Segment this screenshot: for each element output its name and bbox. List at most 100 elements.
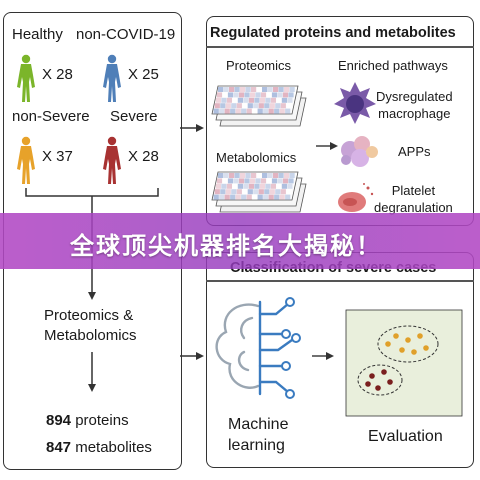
- heatmap-cell: [281, 97, 287, 103]
- heatmap-cell: [285, 108, 291, 114]
- heatmap-cell: [271, 178, 278, 184]
- metabolomics-label: Metabolomics: [216, 150, 297, 165]
- heatmap-cell: [258, 103, 264, 109]
- heatmap-cell: [225, 189, 231, 195]
- heatmap-cell: [274, 194, 280, 200]
- heatmap-cell: [246, 108, 252, 114]
- heatmap-cell: [275, 103, 281, 109]
- heatmap-cell: [252, 108, 258, 114]
- heatmap-cell: [248, 97, 254, 103]
- heatmap-cell: [281, 183, 287, 189]
- heatmap-cell: [233, 92, 239, 98]
- metabolites-line: 847 metabolites: [46, 439, 152, 456]
- heatmap-cell: [279, 108, 285, 114]
- proteomics-heatmap-icon: [211, 85, 307, 127]
- heatmap-cell: [284, 87, 290, 92]
- heatmap-cell: [240, 173, 246, 178]
- heatmap-cell: [222, 178, 228, 184]
- heatmap-cell: [266, 178, 272, 184]
- metabolomics-heatmap-icon: [211, 171, 307, 213]
- heatmap-cell: [271, 92, 278, 98]
- heatmap-cell: [221, 183, 227, 189]
- heatmap-cell: [289, 173, 295, 178]
- heatmap-cell: [268, 108, 274, 114]
- heatmap-cell: [235, 108, 241, 114]
- heatmap-cell: [275, 189, 281, 195]
- heatmap-cell: [286, 189, 292, 195]
- heatmap-cell: [269, 189, 275, 195]
- heatmap-cell: [214, 189, 220, 195]
- machine-learning-label: Machine learning: [228, 416, 289, 454]
- heatmap-cell: [262, 173, 268, 178]
- heatmap-cell: [256, 87, 262, 92]
- heatmap-cell: [247, 103, 253, 109]
- heatmap-cell: [254, 97, 260, 103]
- heatmap-cell: [249, 178, 256, 184]
- group-count-non-severe: X 37: [42, 148, 73, 165]
- heatmap-cell: [219, 108, 225, 114]
- heatmap-cell: [280, 103, 286, 109]
- proteins-count: 894: [46, 412, 72, 429]
- heatmap-cell: [270, 183, 276, 189]
- heatmap-cell: [243, 97, 249, 103]
- heatmap-cell: [254, 183, 260, 189]
- heatmap-cell: [263, 108, 269, 114]
- heatmap-cell: [241, 194, 247, 200]
- heatmap-cell: [213, 194, 219, 200]
- heatmap-cell: [280, 189, 286, 195]
- brain-network-icon: [215, 297, 301, 399]
- heatmap-cell: [259, 97, 265, 103]
- heatmap-cell: [220, 103, 226, 109]
- pathway-label-macrophage: Dysregulated macrophage: [376, 89, 453, 121]
- heatmap-cell: [284, 173, 290, 178]
- heatmap-cell: [277, 92, 283, 98]
- heatmap-cell: [262, 87, 268, 92]
- heatmap-cell: [237, 97, 243, 103]
- group-label-non-covid: non-COVID-19: [76, 26, 176, 43]
- heatmap-cell: [231, 189, 237, 195]
- heatmap-cell: [242, 103, 248, 109]
- classification-title-divider: [206, 280, 474, 282]
- regulated-title-divider: [206, 46, 474, 48]
- heatmap-cell: [227, 178, 234, 184]
- heatmap-cell: [238, 92, 245, 98]
- heatmap-cell: [241, 108, 247, 114]
- heatmap-cell: [276, 183, 282, 189]
- group-label-severe: Severe: [110, 108, 158, 125]
- heatmap-cell: [240, 87, 246, 92]
- heatmap-cell: [265, 97, 271, 103]
- group-count-severe: X 28: [128, 148, 159, 165]
- metabolites-count: 847: [46, 439, 72, 456]
- metabolites-word: metabolites: [75, 439, 152, 456]
- regulated-title: Regulated proteins and metabolites: [210, 25, 456, 41]
- heatmap-cell: [243, 183, 249, 189]
- heatmap-cell: [264, 103, 270, 109]
- heatmap-cell: [237, 183, 243, 189]
- heatmap-cell: [260, 178, 267, 184]
- heatmap-cell: [282, 178, 289, 184]
- heatmap-cell: [245, 87, 251, 92]
- heatmap-cell: [253, 103, 259, 109]
- heatmap-cell: [263, 194, 269, 200]
- heatmap-cell: [264, 189, 270, 195]
- heatmap-cell: [234, 173, 240, 178]
- heatmap-cell: [267, 87, 273, 92]
- pathway-label-apps: APPs: [398, 144, 431, 159]
- heatmap-cell: [251, 173, 257, 178]
- heatmap-cell: [232, 183, 238, 189]
- heatmap-cell: [255, 92, 261, 98]
- heatmap-cell: [249, 92, 256, 98]
- heatmap-cell: [279, 194, 285, 200]
- omics-label: Proteomics & Metabolomics: [44, 307, 137, 344]
- heatmap-cell: [257, 194, 263, 200]
- heatmap-cell: [224, 108, 230, 114]
- heatmap-cell: [266, 92, 272, 98]
- heatmap-cell: [278, 87, 284, 92]
- heatmap-cell: [220, 189, 226, 195]
- promo-banner: [0, 213, 480, 269]
- heatmap-cell: [235, 194, 241, 200]
- heatmap-cell: [222, 92, 228, 98]
- heatmap-cell: [242, 189, 248, 195]
